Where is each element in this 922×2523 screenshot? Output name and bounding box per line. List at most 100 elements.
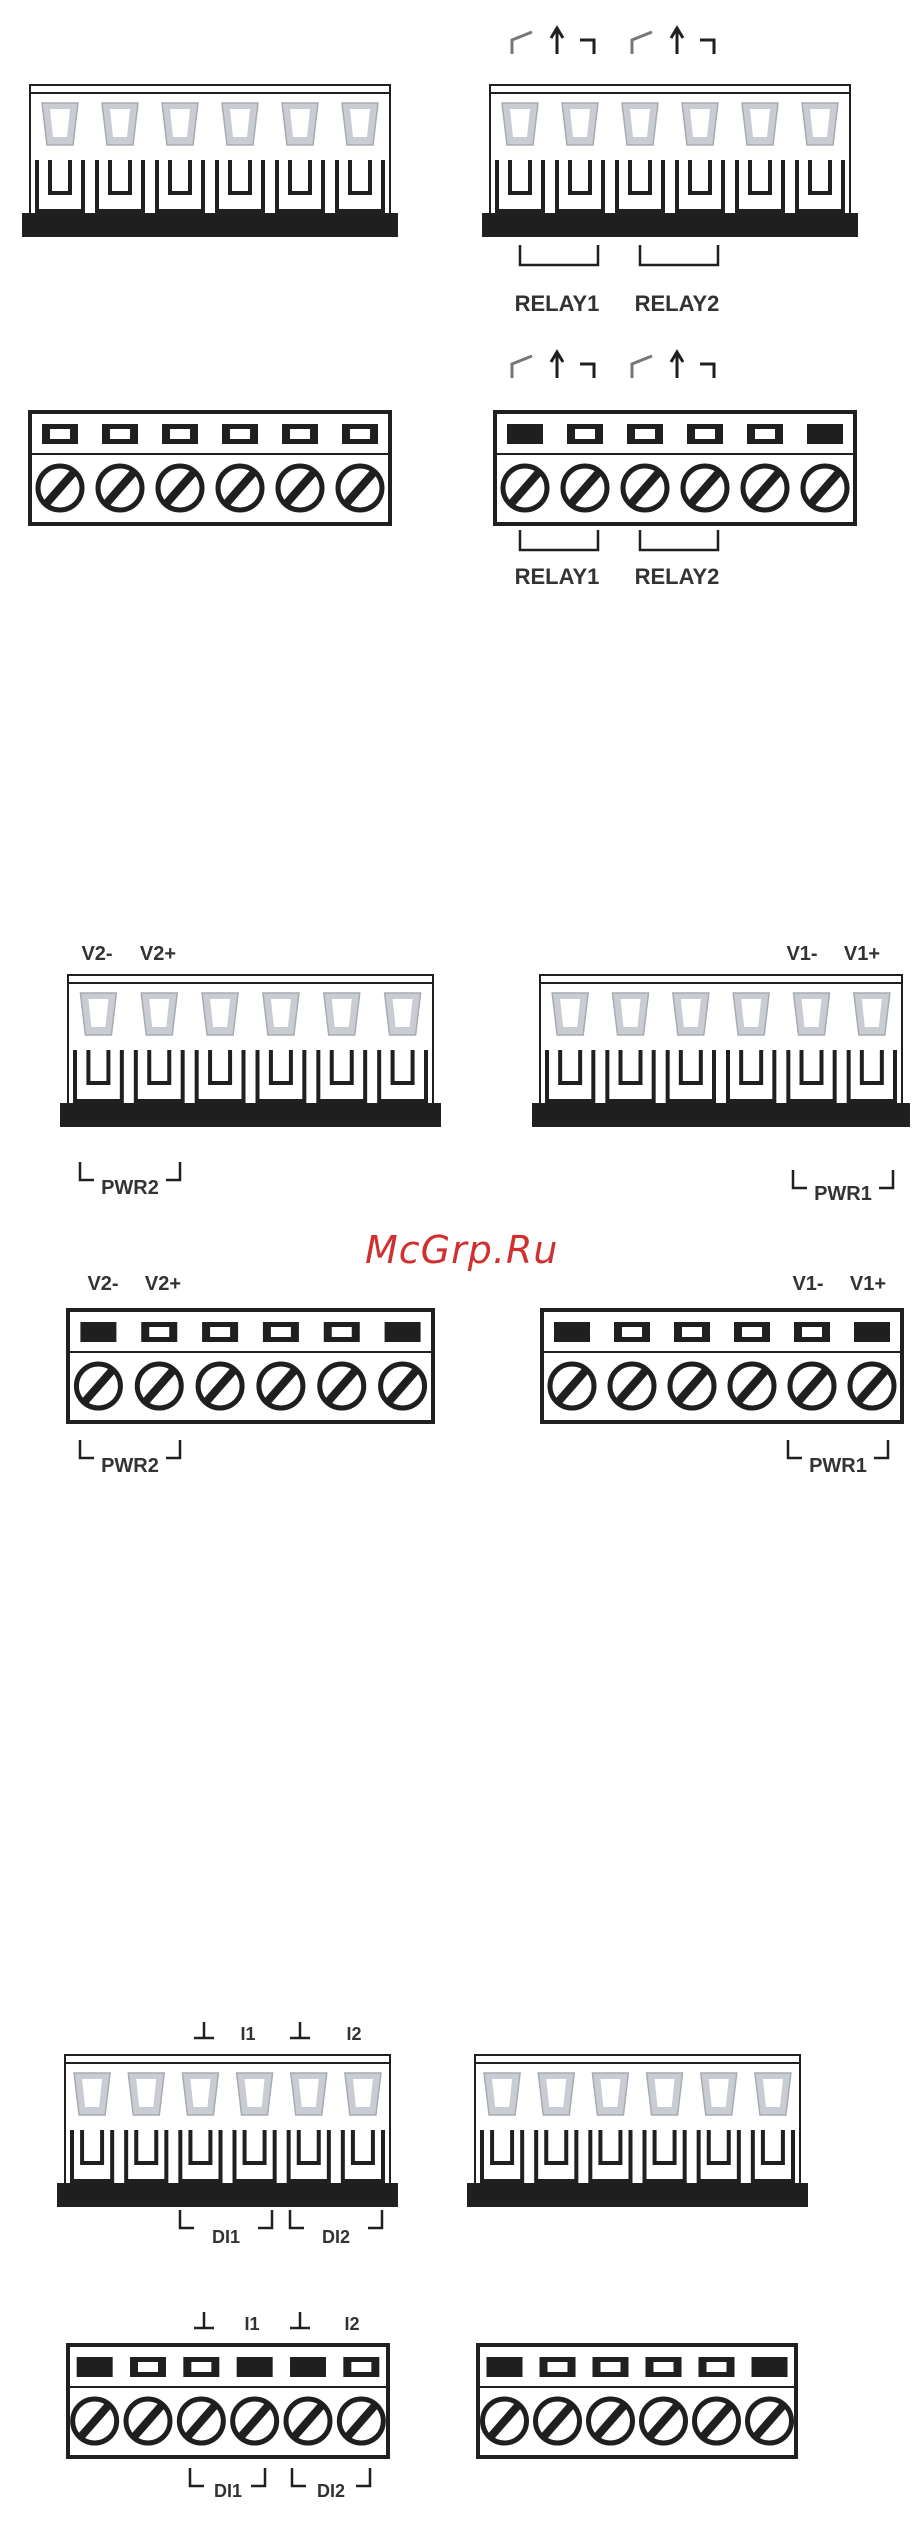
wire-entry-hole [393,1327,413,1337]
screw-block-plain-left [30,412,390,524]
pwr1-bracket-block-right [874,1440,888,1458]
socket-hole [88,999,108,1027]
ground-symbol-1-plug [194,2022,214,2038]
pwr2-bracket-block-right [166,1440,180,1458]
no-contact-symbol [700,40,714,54]
socket-hole [492,2079,512,2107]
pwr1-bracket-plug-right [879,1170,893,1188]
pwr1-label-block: PWR1 [809,1455,867,1477]
relay1-symbols-bottom [512,352,594,378]
ground-symbol-2-block [290,2312,310,2328]
socket-hole [862,999,882,1027]
wire-entry-hole [332,1327,352,1337]
socket-hole [353,2079,373,2107]
block-body [30,412,390,524]
v2-plus-label-block: V2+ [145,1273,181,1295]
relay2-bracket-bottom [640,530,718,550]
di2-bracket-block-right [356,2468,370,2486]
plug-top-rail [65,2055,390,2063]
v2-minus-label-block: V2- [87,1273,118,1295]
socket-hole [802,999,822,1027]
socket-hole [190,2079,210,2107]
plug-base [482,213,858,237]
ground-symbol-2-plug [290,2022,310,2038]
socket-hole [560,999,580,1027]
screw-block-pwr1-right [542,1310,902,1422]
wire-entry-hole [548,2362,568,2372]
wire-entry-hole [245,2362,265,2372]
plug-plain-top-left [22,85,398,237]
relay2-label-top: RELAY2 [635,291,720,316]
di1-bracket-plug-right [258,2210,272,2228]
relay1-symbols-top [512,28,594,54]
screw-block-di-right [478,2345,796,2457]
socket-hole [50,109,70,137]
pwr2-bracket-block-left [80,1440,94,1458]
nc-contact-symbol [512,32,532,54]
wire-entry-hole [149,1327,169,1337]
nc-contact-symbol [632,32,652,54]
plug-top-rail [30,85,390,93]
socket-hole [763,2079,783,2107]
wire-entry-hole [695,429,715,439]
pwr2-label-block: PWR2 [101,1455,159,1477]
block-body [68,2345,388,2457]
watermark: McGrp.Ru [365,1228,558,1272]
socket-hole [621,999,641,1027]
wire-entry-hole [575,429,595,439]
wire-entry-hole [230,429,250,439]
relay2-bracket-top [640,245,718,265]
relay2-symbols-top [632,28,714,54]
wire-entry-hole [50,429,70,439]
no-contact-symbol [580,40,594,54]
pwr1-bracket-block-left [788,1440,802,1458]
socket-hole [709,2079,729,2107]
plug-top-rail [68,975,433,983]
relay1-label-top: RELAY1 [515,291,600,316]
i2-label-block: I2 [344,2314,359,2334]
wire-entry-hole [495,2362,515,2372]
socket-hole [510,109,530,137]
socket-hole [110,109,130,137]
socket-hole [271,999,291,1027]
socket-hole [393,999,413,1027]
plug-base [57,2183,398,2207]
wire-entry-hole [271,1327,291,1337]
wire-entry-hole [515,429,535,439]
v2-minus-label-plug: V2- [81,943,112,965]
no-contact-symbol [700,364,714,378]
socket-hole [332,999,352,1027]
block-body [478,2345,796,2457]
plug-di-right [467,2055,808,2207]
wire-entry-hole [682,1327,702,1337]
screw-block-pwr2-left [68,1310,433,1422]
socket-hole [245,2079,265,2107]
i1-label-block: I1 [244,2314,259,2334]
wire-entry-hole [110,429,130,439]
wire-entry-hole [622,1327,642,1337]
block-body [68,1310,433,1422]
wire-entry-hole [601,2362,621,2372]
socket-hole [290,109,310,137]
socket-hole [690,109,710,137]
wire-entry-hole [742,1327,762,1337]
relay1-bracket-bottom [520,530,598,550]
di1-bracket-block-right [251,2468,265,2486]
wire-entry-hole [760,2362,780,2372]
block-body [542,1310,902,1422]
plug-base [60,1103,441,1127]
socket-hole [681,999,701,1027]
wire-entry-hole [290,429,310,439]
wire-entry-hole [654,2362,674,2372]
pwr2-label-plug: PWR2 [101,1177,159,1199]
pwr1-label-plug: PWR1 [814,1183,872,1205]
socket-hole [299,2079,319,2107]
di1-label-block: DI1 [214,2481,242,2501]
plug-base [532,1103,910,1127]
v1-minus-label-plug: V1- [786,943,817,965]
socket-hole [350,109,370,137]
di1-label-plug: DI1 [212,2227,240,2247]
relay1-label-bottom: RELAY1 [515,564,600,589]
socket-hole [600,2079,620,2107]
